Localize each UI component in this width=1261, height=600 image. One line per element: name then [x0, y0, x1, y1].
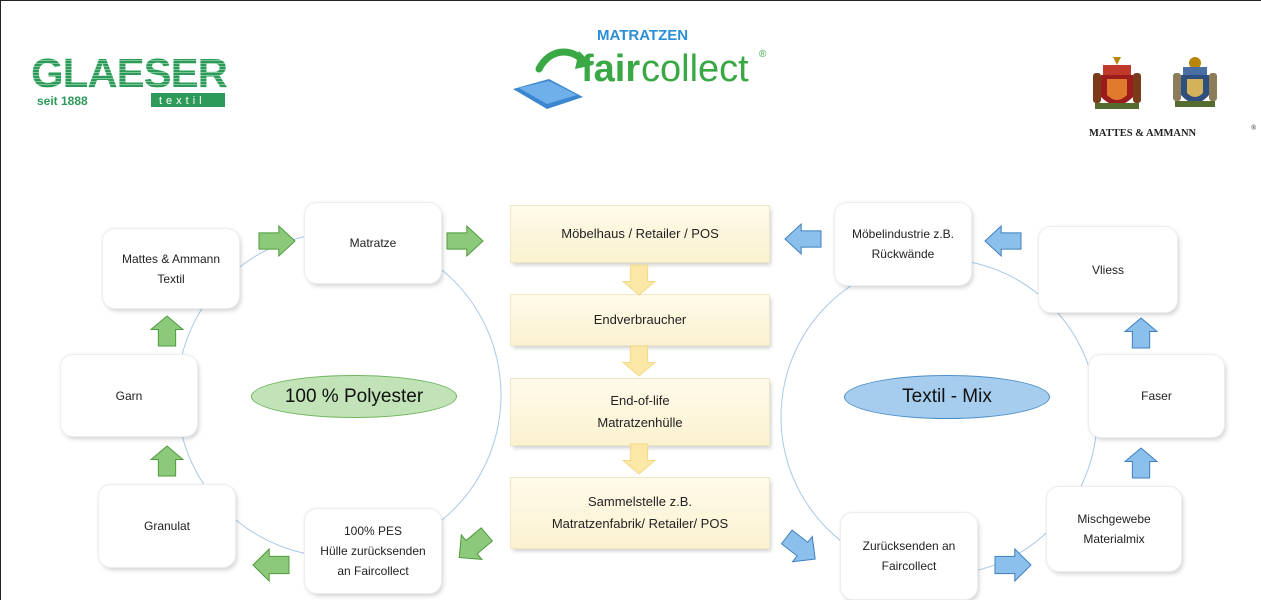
box-moebelhaus: Möbelhaus / Retailer / POS	[511, 206, 769, 262]
faircollect-word-fair: fair	[581, 48, 640, 90]
box-mischgewebe: Mischgewebe Materialmix	[1047, 487, 1181, 571]
box-granulat: Granulat	[99, 485, 235, 567]
crest-left-icon	[1093, 57, 1141, 109]
faircollect-logo: MATRATZEN fair collect ®	[509, 23, 779, 115]
glaeser-logo-graphic: GLAESER seit 1888 textil	[31, 50, 228, 108]
box-zuruecksenden: Zurücksenden an Faircollect	[841, 513, 977, 599]
faircollect-registered-mark: ®	[759, 49, 767, 60]
arrow-mattes-to-matratze	[258, 224, 296, 258]
arrow-granulat-to-garn	[149, 445, 185, 477]
box-vliess: Vliess	[1039, 227, 1177, 312]
box-end-of-life: End-of-life Matratzenhülle	[511, 379, 769, 445]
arrow-garn-to-mattes	[149, 315, 185, 347]
glaeser-brand-text: GLAESER	[31, 50, 227, 96]
arrow-moebelindustrie-to-moebelhaus	[784, 222, 822, 256]
label-100-polyester: 100 % Polyester	[251, 375, 457, 418]
glaeser-subtitle-right: textil	[159, 95, 206, 107]
arrow-sammelstelle-to-pes	[458, 527, 494, 561]
mattes-ammann-registered-mark: ®	[1251, 124, 1257, 132]
arrow-faser-to-vliess	[1123, 317, 1159, 349]
box-100-pes: 100% PES Hülle zurücksenden an Faircolle…	[305, 509, 441, 593]
recycle-arrow-icon	[575, 51, 593, 69]
box-garn: Garn	[61, 355, 197, 436]
box-matratze: Matratze	[305, 203, 441, 283]
box-faser: Faser	[1089, 355, 1224, 437]
mattes-ammann-crests: MATTES & AMMANN ®	[1089, 57, 1257, 139]
label-textil-mix: Textil - Mix	[844, 375, 1050, 419]
arrow-moebelhaus-down-1	[621, 264, 657, 296]
box-sammelstelle: Sammelstelle z.B. Matratzenfabrik/ Retai…	[511, 478, 769, 548]
arrow-endoflife-down	[621, 443, 657, 475]
glaeser-logo: GLAESER seit 1888 textil	[29, 49, 229, 111]
mattes-ammann-logo: MATTES & AMMANN ®	[1087, 51, 1259, 149]
arrow-mischgewebe-to-faser	[1123, 447, 1159, 479]
box-moebelindustrie: Möbelindustrie z.B. Rückwände	[835, 203, 971, 285]
faircollect-top-text: MATRATZEN	[597, 27, 688, 44]
arrow-sammelstelle-to-zuruecksenden	[780, 529, 816, 563]
crest-right-icon	[1173, 57, 1217, 107]
box-endverbraucher: Endverbraucher	[511, 295, 769, 345]
arrow-pes-to-granulat	[252, 547, 290, 583]
arrow-matratze-to-moebelhaus	[446, 224, 484, 258]
faircollect-logo-graphic: MATRATZEN fair collect ®	[513, 27, 767, 109]
faircollect-word-collect: collect	[641, 48, 749, 90]
box-mattes-ammann-textil: Mattes & Ammann Textil	[103, 229, 239, 308]
arrow-zuruecksenden-to-mischgewebe	[994, 547, 1032, 583]
glaeser-subtitle-left: seit 1888	[37, 94, 88, 108]
arrow-moebelhaus-down-2	[621, 345, 657, 377]
arrow-vliess-to-moebelindustrie	[984, 224, 1022, 258]
mattes-ammann-text: MATTES & AMMANN	[1089, 128, 1197, 139]
